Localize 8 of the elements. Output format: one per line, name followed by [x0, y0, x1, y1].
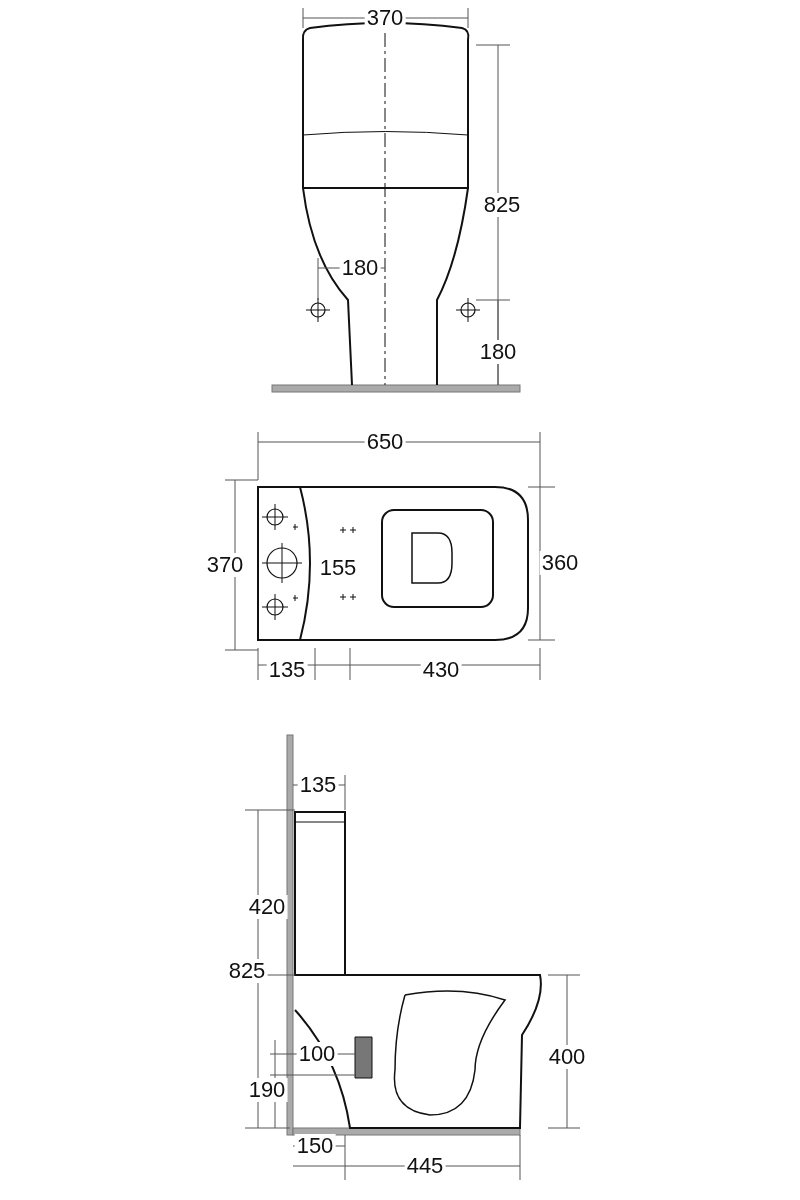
dimension-label: 825 [481, 193, 523, 217]
dimension-label: 100 [296, 1042, 338, 1066]
dimension-label: 400 [546, 1045, 588, 1069]
dimension-label: 825 [226, 959, 268, 983]
dimension-label: 360 [539, 551, 581, 575]
dimension-label: 370 [364, 6, 406, 30]
dimension-label: 370 [204, 553, 246, 577]
dimension-label: 420 [246, 895, 288, 919]
